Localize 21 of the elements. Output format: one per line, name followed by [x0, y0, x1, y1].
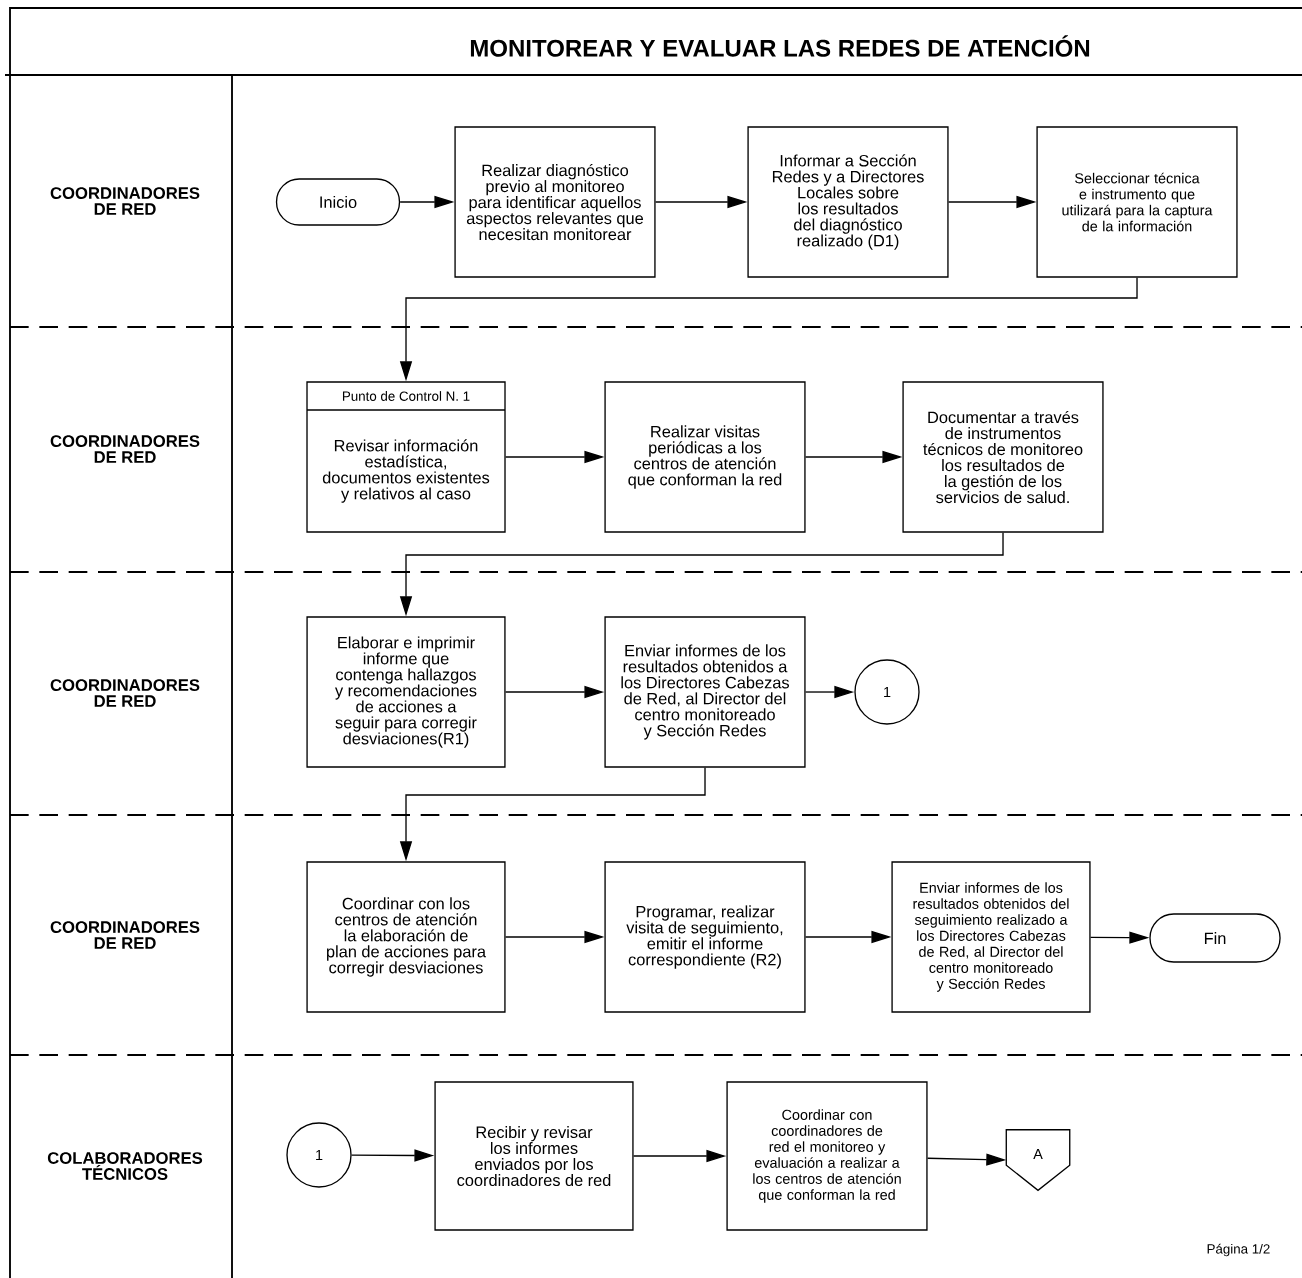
- lane-label: COORDINADORES DE RED: [50, 187, 200, 215]
- page-number: Página 1/2: [1207, 1243, 1270, 1257]
- process-box: Coordinar con los centros de atención la elaboración de plan de acciones para corregir desviaciones: [306, 861, 506, 1013]
- process-box: Seleccionar técnica e instrumento que utilizará para la captura de la información: [1036, 126, 1238, 278]
- process-box: Enviar informes de los resultados obtenidos del seguimiento realizado a los Directores Cabezas de Red, al Director del centro monitoreado y Sección Redes: [891, 861, 1091, 1013]
- process-box: Elaborar e imprimir informe que contenga hallazgos y recomendaciones de acciones a seguir para corregir desviaciones(R1): [306, 616, 506, 768]
- off-page-connector: A: [1005, 1129, 1071, 1192]
- lane-label: COLABORADORES TÉCNICOS: [47, 1152, 203, 1180]
- process-box: Informar a Sección Redes y a Directores Locales sobre los resultados del diagnóstico realizado (D1): [747, 126, 949, 278]
- process-box: Recibir y revisar los informes enviados por los coordinadores de red: [434, 1081, 634, 1231]
- process-box: Enviar informes de los resultados obtenidos a los Directores Cabezas de Red, al Director del centro monitoreado y Sección Redes: [604, 616, 806, 768]
- control-point-box: Punto de Control N. 1 Revisar información estadística, documentos existentes y relativos al caso: [306, 381, 506, 533]
- process-box: Realizar visitas periódicas a los centros de atención que conforman la red: [604, 381, 806, 533]
- process-box: Programar, realizar visita de seguimiento, emitir el informe correspondiente (R2): [604, 861, 806, 1013]
- process-box: Realizar diagnóstico previo al monitoreo para identificar aquellos aspectos relevantes que necesitan monitorear: [454, 126, 656, 278]
- lane-label: COORDINADORES DE RED: [50, 921, 200, 949]
- lane-label: COORDINADORES DE RED: [50, 679, 200, 707]
- lane-label: COORDINADORES DE RED: [50, 435, 200, 463]
- title: MONITOREAR Y EVALUAR LAS REDES DE ATENCIÓN: [470, 35, 1090, 57]
- process-box: Coordinar con coordinadores de red el monitoreo y evaluación a realizar a los centros de atención que conforman la red: [726, 1081, 928, 1231]
- process-box: Documentar a través de instrumentos técnicos de monitoreo los resultados de la gestión de los servicios de salud.: [902, 381, 1104, 533]
